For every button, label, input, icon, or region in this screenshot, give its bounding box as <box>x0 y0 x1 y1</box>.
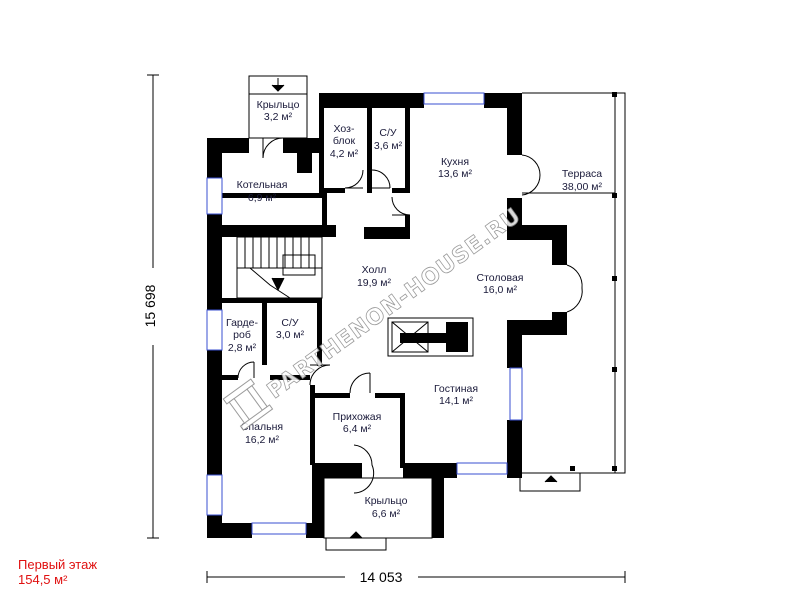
floor-title: Первый этаж <box>18 557 98 572</box>
staircase <box>236 236 323 299</box>
room-bath-mid-name: С/У <box>281 317 299 329</box>
room-bath-top-area: 3,6 м² <box>374 140 403 152</box>
room-kitchen-name: Кухня <box>441 156 469 168</box>
room-utility-area: 4,2 м² <box>330 148 359 160</box>
room-terrace-area: 38,00 м² <box>562 181 602 193</box>
terrace-posts <box>570 92 617 471</box>
room-boiler-name: Котельная <box>237 179 288 191</box>
windows <box>206 92 523 535</box>
room-bath-top-name: С/У <box>379 127 397 139</box>
room-wardrobe-area: 2,8 м² <box>228 342 257 354</box>
room-entry-name: Прихожая <box>333 411 382 423</box>
room-wardrobe-name: Гарде-роб <box>226 317 259 341</box>
room-dining-name: Столовая <box>477 272 524 284</box>
room-porch-top-area: 3,2 м² <box>264 111 293 123</box>
room-porch-bottom-name: Крыльцо <box>365 495 408 507</box>
room-porch-top-name: Крыльцо <box>257 99 300 111</box>
porch-bottom-steps <box>323 477 433 551</box>
fireplace <box>387 317 474 357</box>
room-entry-area: 6,4 м² <box>343 423 372 435</box>
dimension-height-text: 15 698 <box>142 284 158 327</box>
room-kitchen-area: 13,6 м² <box>438 168 473 180</box>
dimension-width-text: 14 053 <box>360 569 403 585</box>
terrace-outline <box>522 92 626 474</box>
porch-top-steps <box>248 75 308 139</box>
room-bedroom-area: 16,2 м² <box>245 434 280 446</box>
floor-caption: Первый этаж 154,5 м² <box>18 557 97 587</box>
room-bath-mid-area: 3,0 м² <box>276 329 305 341</box>
interior-walls <box>222 108 410 468</box>
terrace-steps <box>519 472 581 492</box>
dimension-height <box>147 74 159 539</box>
room-living-area: 14,1 м² <box>439 395 474 407</box>
room-hall-name: Холл <box>362 264 387 276</box>
floor-area: 154,5 м² <box>18 572 68 587</box>
room-utility-name: Хоз-блок <box>333 123 356 147</box>
room-dining-area: 16,0 м² <box>483 284 518 296</box>
watermark-logo <box>222 378 274 431</box>
room-hall-area: 19,9 м² <box>357 277 392 289</box>
doors <box>237 137 583 494</box>
room-terrace-name: Терраса <box>562 168 602 180</box>
dimension-width <box>206 571 626 583</box>
room-living-name: Гостиная <box>434 383 478 395</box>
room-porch-bottom-area: 6,6 м² <box>372 508 401 520</box>
room-boiler-area: 6,9 м² <box>248 192 277 204</box>
